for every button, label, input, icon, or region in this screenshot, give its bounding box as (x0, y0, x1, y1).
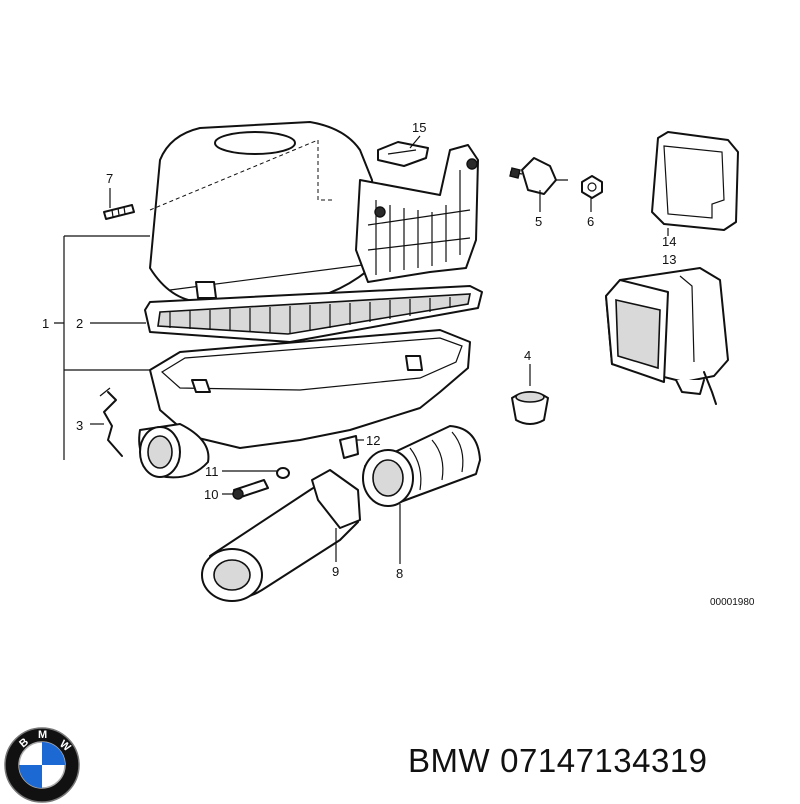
callout-15: 15 (412, 120, 426, 135)
filter-element (144, 285, 483, 343)
foam-pad (377, 141, 429, 167)
spring-clip (99, 387, 123, 457)
diagram-reference-number: 00001980 (710, 597, 755, 608)
callout-1: 1 (42, 316, 49, 331)
callout-7: 7 (106, 171, 113, 186)
svg-text:M: M (38, 729, 47, 741)
callout-8: 8 (396, 566, 403, 581)
leader-lines (54, 135, 669, 564)
air-duct (605, 267, 729, 405)
callout-9: 9 (332, 564, 339, 579)
mounting-bracket (355, 144, 479, 283)
bmw-roundel-icon: B M W (4, 727, 80, 803)
callout-10: 10 (204, 487, 218, 502)
rubber-buffer (511, 391, 549, 425)
callout-2: 2 (76, 316, 83, 331)
callout-12: 12 (366, 433, 380, 448)
callout-6: 6 (587, 214, 594, 229)
gasket (651, 131, 739, 231)
callout-labels: 1 2 3 4 5 6 7 8 9 10 11 12 13 14 15 (42, 120, 676, 581)
callout-11: 11 (205, 464, 219, 479)
intake-snorkel (138, 423, 210, 479)
hose-clamp (339, 435, 359, 459)
part-number: 07147134319 (500, 742, 708, 779)
rubber-bellows (362, 425, 481, 507)
rubber-mount (509, 157, 568, 195)
screw-bolt (103, 204, 135, 220)
washer-and-screw (232, 467, 290, 500)
brand-name: BMW (408, 742, 491, 779)
hex-nut (581, 175, 603, 199)
upper-housing-cover (149, 121, 379, 303)
callout-3: 3 (76, 418, 83, 433)
callout-14: 14 (662, 234, 676, 249)
callout-5: 5 (535, 214, 542, 229)
lower-housing (149, 329, 471, 449)
callout-13: 13 (662, 252, 676, 267)
callout-4: 4 (524, 348, 531, 363)
intake-tube (201, 469, 361, 602)
